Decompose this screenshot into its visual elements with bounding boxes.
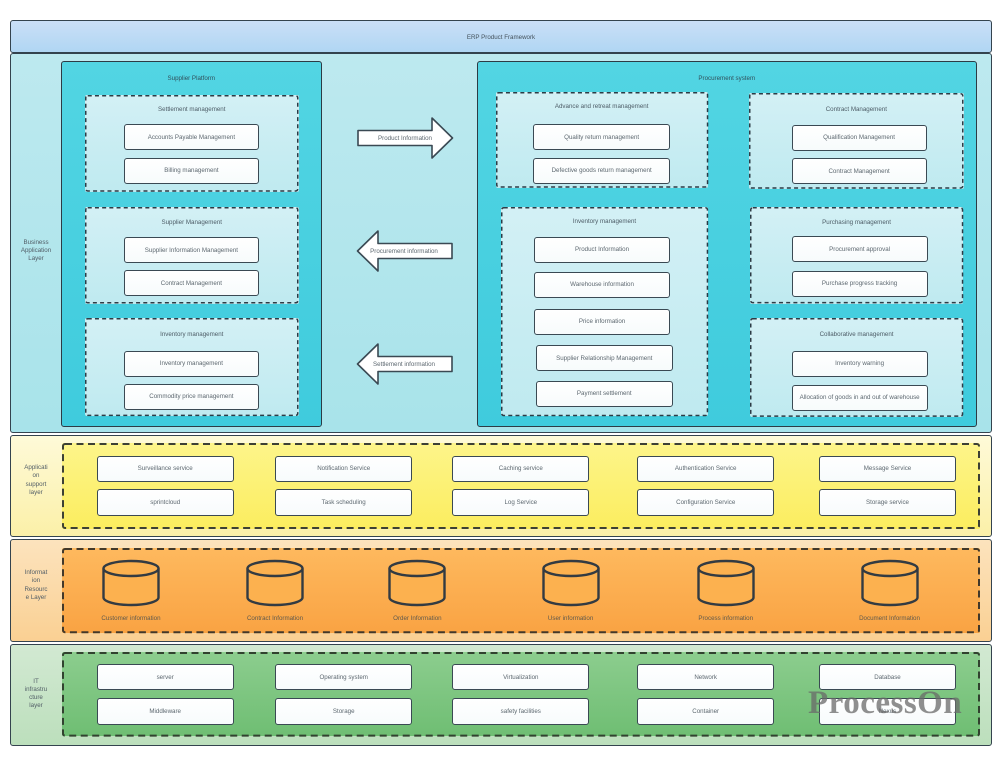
svg-text:Settlement information: Settlement information — [373, 361, 435, 368]
svg-text:Procurement information: Procurement information — [370, 248, 438, 255]
svg-text:Product Information: Product Information — [378, 135, 433, 142]
